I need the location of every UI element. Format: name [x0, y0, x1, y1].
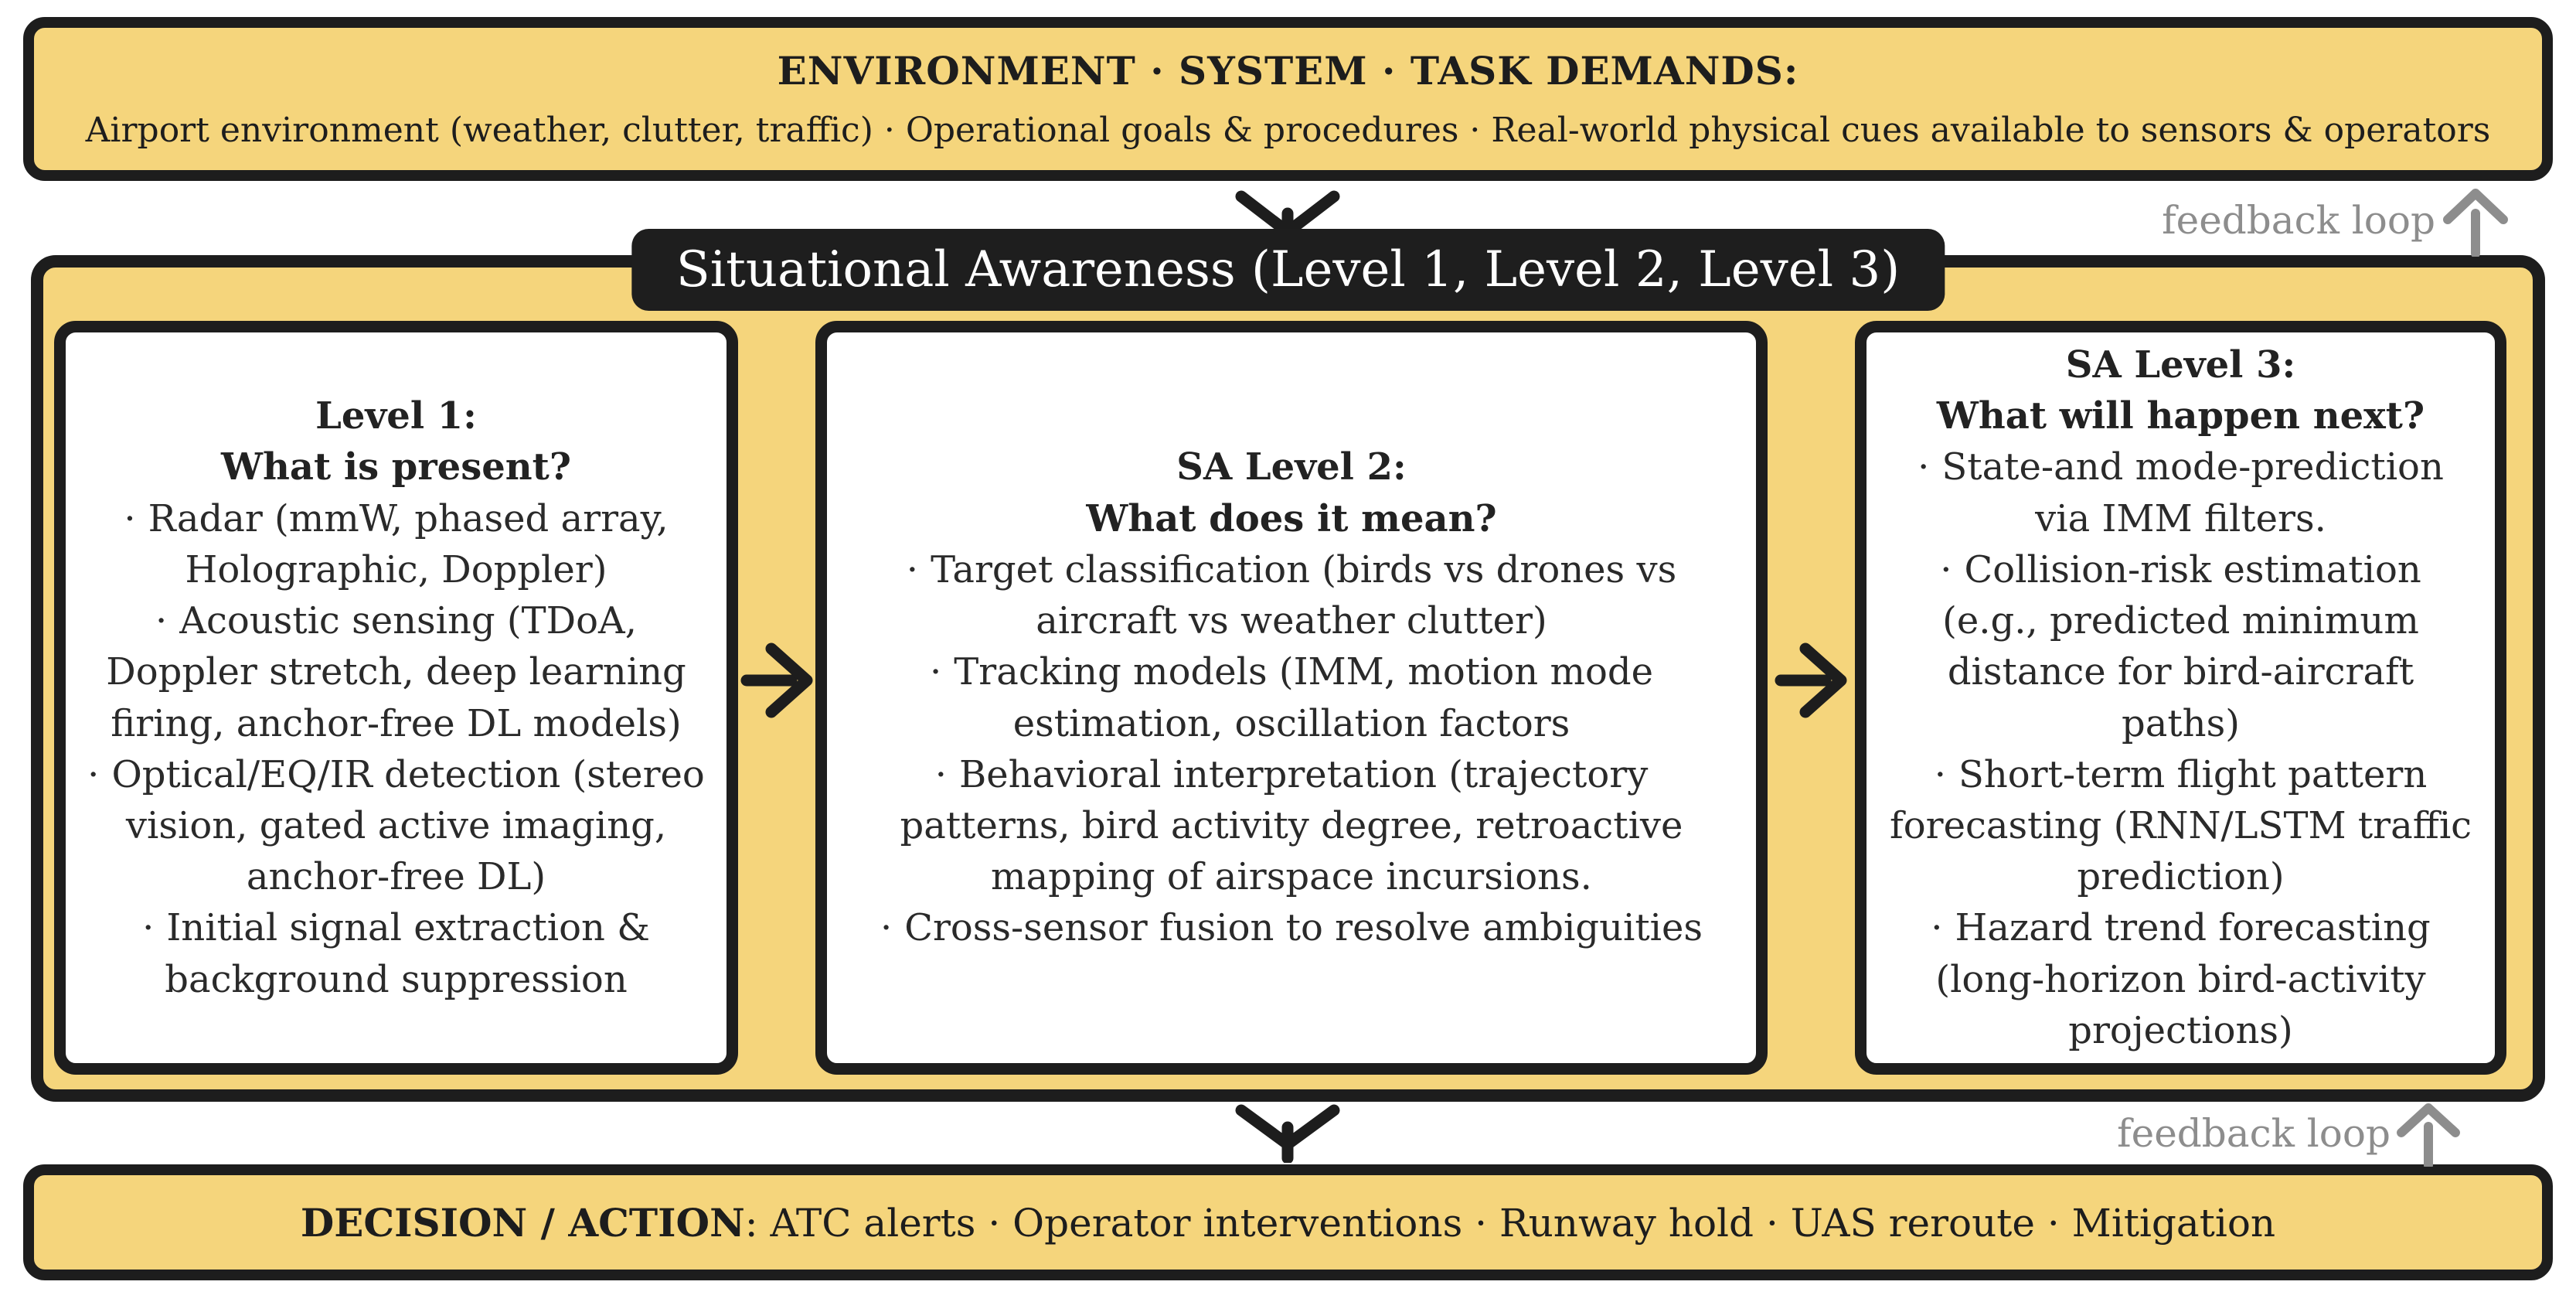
bullet-text: Radar (mmW, phased array, Holographic, D…: [148, 496, 669, 591]
bullet-dot: ·: [906, 547, 919, 591]
feedback-loop-top: feedback loop: [2162, 184, 2511, 257]
feedback-up-arrow-icon: [2443, 189, 2508, 257]
sa-level1-heading2: What is present?: [221, 445, 571, 489]
bullet-item: ·Hazard trend forecasting (long-horizon …: [1887, 902, 2475, 1056]
bullet-item: ·Optical/EQ/IR detection (stereo vision,…: [86, 749, 706, 903]
sa-level2-heading2: What does it mean?: [1086, 496, 1497, 540]
sa-level1-card: Level 1: What is present? · Radar (mmW, p…: [54, 321, 738, 1075]
decision-action-items: : ATC alerts · Operator interventions · …: [744, 1200, 2276, 1246]
bullet-item: ·Short-term flight pattern forecasting (…: [1887, 749, 2475, 903]
decision-action-text: DECISION / ACTION: ATC alerts · Operator…: [301, 1200, 2275, 1246]
sa-level1-heading1: Level 1:: [315, 394, 477, 438]
feedback-loop-bottom-label: feedback loop: [2117, 1111, 2391, 1156]
bullet-text: Cross-sensor fusion to resolve ambiguiti…: [904, 906, 1703, 950]
sa-level3-card: SA Level 3: What will happen next? ·Stat…: [1855, 321, 2506, 1075]
bullet-dot: ·: [880, 906, 893, 950]
bullet-dot: ·: [1918, 445, 1930, 489]
right-arrow-icon: [740, 642, 813, 718]
bullet-item: · Radar (mmW, phased array, Holographic, …: [86, 493, 706, 595]
sa-level3-heading1: SA Level 3:: [2065, 343, 2296, 387]
bullet-text: Hazard trend forecasting (long-horizon b…: [1935, 906, 2431, 1052]
bullet-text: Acoustic sensing (TDoA, Doppler stretch,…: [106, 599, 686, 745]
decision-action-banner: DECISION / ACTION: ATC alerts · Operator…: [23, 1164, 2553, 1280]
feedback-loop-bottom: feedback loop: [2117, 1101, 2462, 1167]
bullet-item: ·Collision-risk estimation (e.g., predic…: [1887, 544, 2475, 749]
bullet-item: ·Acoustic sensing (TDoA, Doppler stretch…: [86, 595, 706, 749]
sa-level3-heading2: What will happen next?: [1936, 394, 2425, 438]
sa-level2-heading1: SA Level 2:: [1176, 445, 1407, 489]
bullet-dot: ·: [1934, 752, 1946, 796]
decision-action-label: DECISION / ACTION: [300, 1199, 745, 1246]
bullet-dot: ·: [1940, 547, 1952, 591]
sa-title-pill: Situational Awareness (Level 1, Level 2,…: [631, 229, 1945, 311]
bullet-item: ·Cross-sensor fusion to resolve ambiguit…: [847, 902, 1736, 953]
bullet-dot: ·: [929, 650, 942, 694]
bullet-item: ·State-and mode-prediction via IMM filte…: [1887, 441, 2475, 544]
bullet-item: · Tracking models (IMM, motion mode estim…: [847, 646, 1736, 748]
bullet-dot: ·: [934, 752, 947, 796]
bullet-dot: ·: [87, 752, 100, 796]
bullet-item: ·Initial signal extraction & background …: [86, 902, 706, 1004]
environment-banner-heading: ENVIRONMENT · SYSTEM · TASK DEMANDS:: [777, 48, 1799, 94]
environment-banner: ENVIRONMENT · SYSTEM · TASK DEMANDS: Air…: [23, 17, 2553, 181]
bullet-dot: ·: [1931, 906, 1943, 950]
bullet-text: Collision-risk estimation (e.g., predict…: [1942, 547, 2421, 745]
bullet-text: Initial signal extraction & background s…: [165, 906, 650, 1001]
sa-level2-card: SA Level 2: What does it mean? · Target c…: [815, 321, 1768, 1075]
down-arrow-icon: [1235, 1104, 1340, 1163]
bullet-item: ·Behavioral interpretation (trajectory p…: [847, 749, 1736, 903]
environment-banner-subheading: Airport environment (weather, clutter, t…: [85, 111, 2491, 150]
bullet-dot: ·: [124, 496, 136, 540]
bullet-text: State-and mode-prediction via IMM filter…: [1941, 445, 2444, 540]
bullet-text: Short-term flight pattern forecasting (R…: [1889, 752, 2472, 899]
bullet-text: Optical/EQ/IR detection (stereo vision, …: [111, 752, 705, 899]
feedback-loop-top-label: feedback loop: [2162, 198, 2435, 243]
bullet-item: · Target classification (birds vs drones …: [847, 544, 1736, 646]
bullet-text: Behavioral interpretation (trajectory pa…: [900, 752, 1683, 899]
bullet-dot: ·: [142, 906, 155, 950]
bullet-text: Tracking models (IMM, motion mode estima…: [954, 650, 1654, 745]
feedback-up-arrow-icon: [2397, 1103, 2460, 1167]
right-arrow-icon: [1775, 642, 1847, 718]
bullet-dot: ·: [155, 599, 168, 643]
bullet-text: Target classification (birds vs drones v…: [931, 547, 1677, 643]
